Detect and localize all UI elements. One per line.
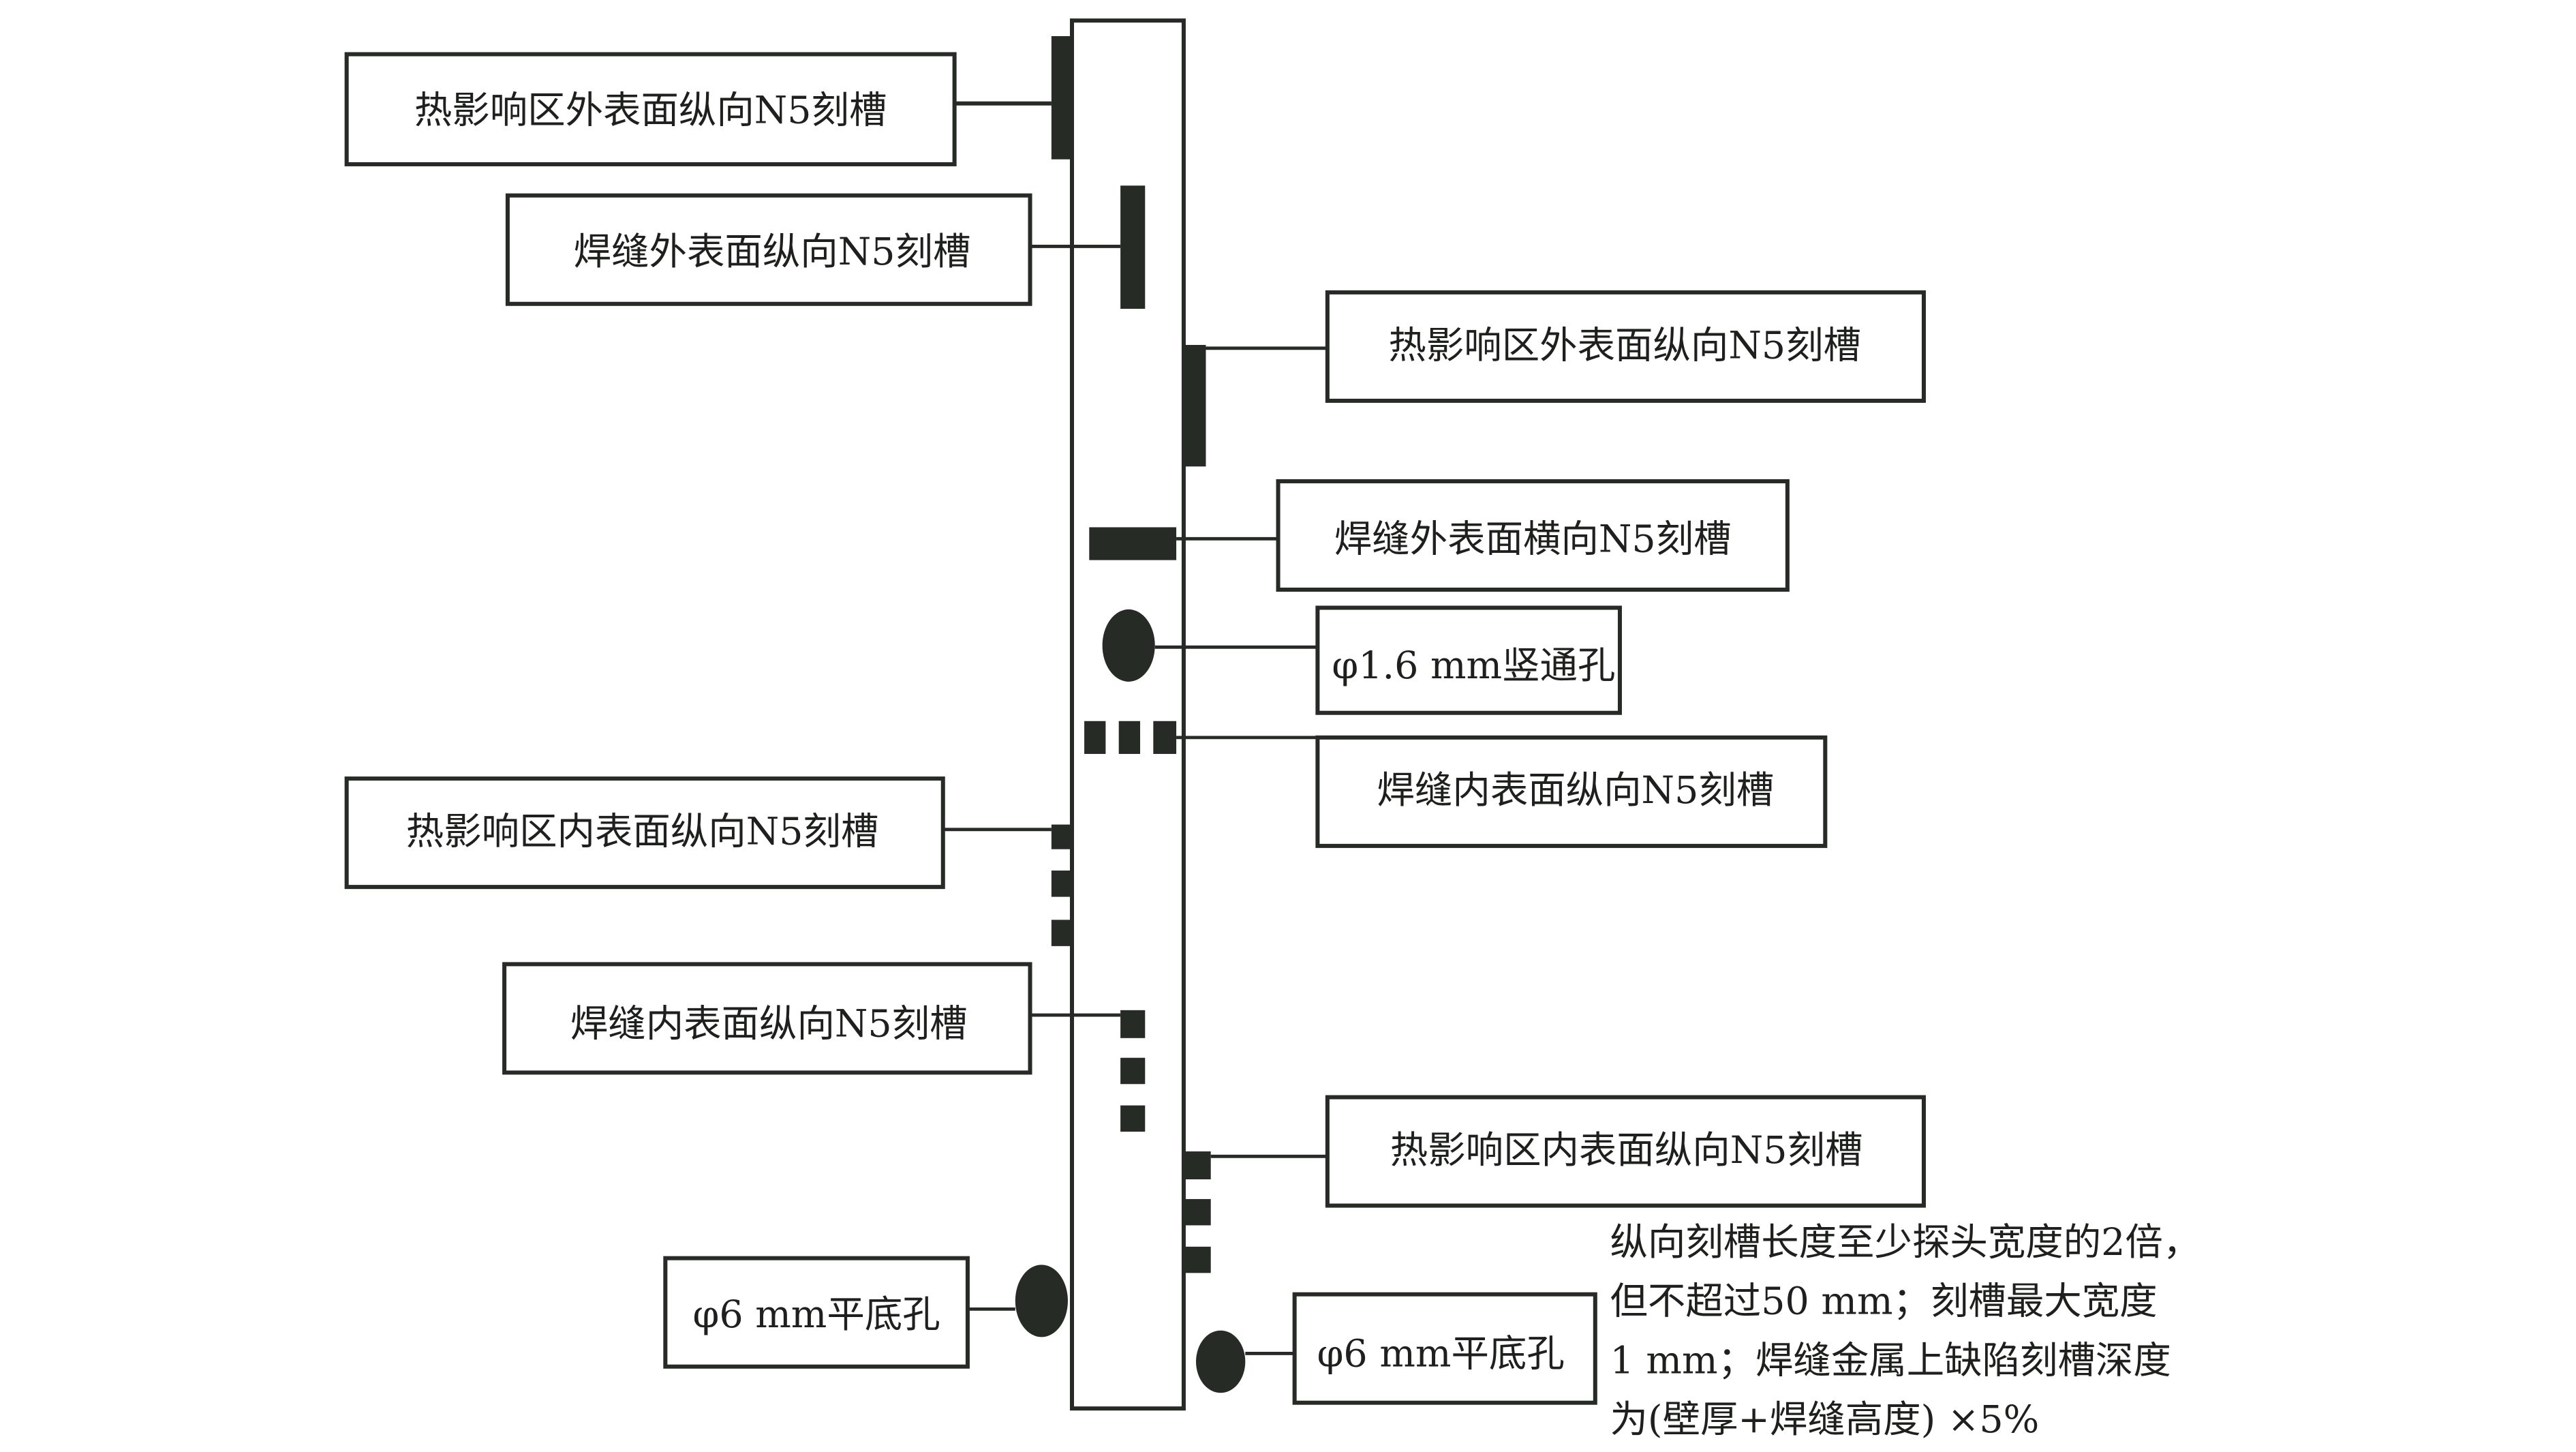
notch-haz-outer-longitudinal-left [1051,36,1073,160]
notch-haz-inner-right-1 [1182,1151,1211,1180]
label-text: 焊缝内表面纵向N5刻槽 [1377,769,1775,813]
flat-bottom-hole-right [1196,1330,1246,1393]
label-weld-inner-longitudinal-right: 焊缝内表面纵向N5刻槽 [1315,735,1828,848]
label-weld-outer-longitudinal-left: 焊缝外表面纵向N5刻槽 [505,193,1032,306]
label-weld-inner-longitudinal-left: 焊缝内表面纵向N5刻槽 [502,962,1032,1075]
label-flat-bottom-hole-left: φ6 mm平底孔 [663,1256,970,1369]
notch-weld-inner-left-2 [1120,1057,1146,1085]
label-text: φ6 mm平底孔 [693,1293,940,1337]
notch-haz-inner-right-2 [1182,1198,1211,1226]
label-weld-outer-transverse-right: 焊缝外表面横向N5刻槽 [1276,479,1790,592]
notch-weld-inner-dash-3 [1153,721,1177,754]
label-text: 热影响区外表面纵向N5刻槽 [1388,324,1861,367]
label-haz-outer-longitudinal-left: 热影响区外表面纵向N5刻槽 [344,52,957,166]
label-text: φ6 mm平底孔 [1317,1333,1565,1376]
notch-haz-inner-left-2 [1051,871,1073,897]
label-text: 热影响区内表面纵向N5刻槽 [1390,1129,1863,1173]
label-text: 焊缝外表面横向N5刻槽 [1334,518,1732,562]
note-line-3: 1 mm；焊缝金属上缺陷刻槽深度 [1610,1339,2171,1382]
notch-haz-inner-left-3 [1051,920,1073,946]
label-text: 热影响区内表面纵向N5刻槽 [406,810,879,853]
note-text-block: 纵向刻槽长度至少探头宽度的2倍， 但不超过50 mm；刻槽最大宽度 1 mm；焊… [1610,1221,2201,1442]
note-line-2: 但不超过50 mm；刻槽最大宽度 [1610,1280,2158,1324]
notch-weld-inner-left-3 [1120,1105,1146,1132]
label-through-hole-right: φ1.6 mm竖通孔 [1315,605,1622,715]
through-hole-1-6mm [1102,609,1155,682]
notch-weld-outer-transverse [1089,527,1177,560]
label-flat-bottom-hole-right: φ6 mm平底孔 [1292,1292,1597,1405]
label-haz-inner-longitudinal-left: 热影响区内表面纵向N5刻槽 [344,776,945,890]
notch-weld-outer-longitudinal [1120,185,1146,309]
notch-weld-inner-dash-1 [1084,721,1106,754]
flat-bottom-hole-left [1015,1265,1068,1337]
label-text: 热影响区外表面纵向N5刻槽 [414,89,887,133]
notch-haz-inner-left-1 [1051,824,1073,849]
label-haz-inner-longitudinal-right: 热影响区内表面纵向N5刻槽 [1325,1095,1926,1208]
notch-haz-inner-right-3 [1182,1246,1211,1273]
note-line-1: 纵向刻槽长度至少探头宽度的2倍， [1610,1221,2201,1265]
label-text: φ1.6 mm竖通孔 [1332,644,1615,688]
notch-weld-inner-dash-2 [1118,721,1141,754]
notch-weld-inner-left-1 [1120,1010,1146,1038]
note-line-4: 为(壁厚+焊缝高度) ×5% [1610,1398,2040,1442]
notch-haz-outer-longitudinal-right [1182,344,1206,467]
label-text: 焊缝外表面纵向N5刻槽 [574,230,971,274]
label-text: 焊缝内表面纵向N5刻槽 [570,1002,968,1046]
label-haz-outer-longitudinal-right: 热影响区外表面纵向N5刻槽 [1325,290,1926,403]
